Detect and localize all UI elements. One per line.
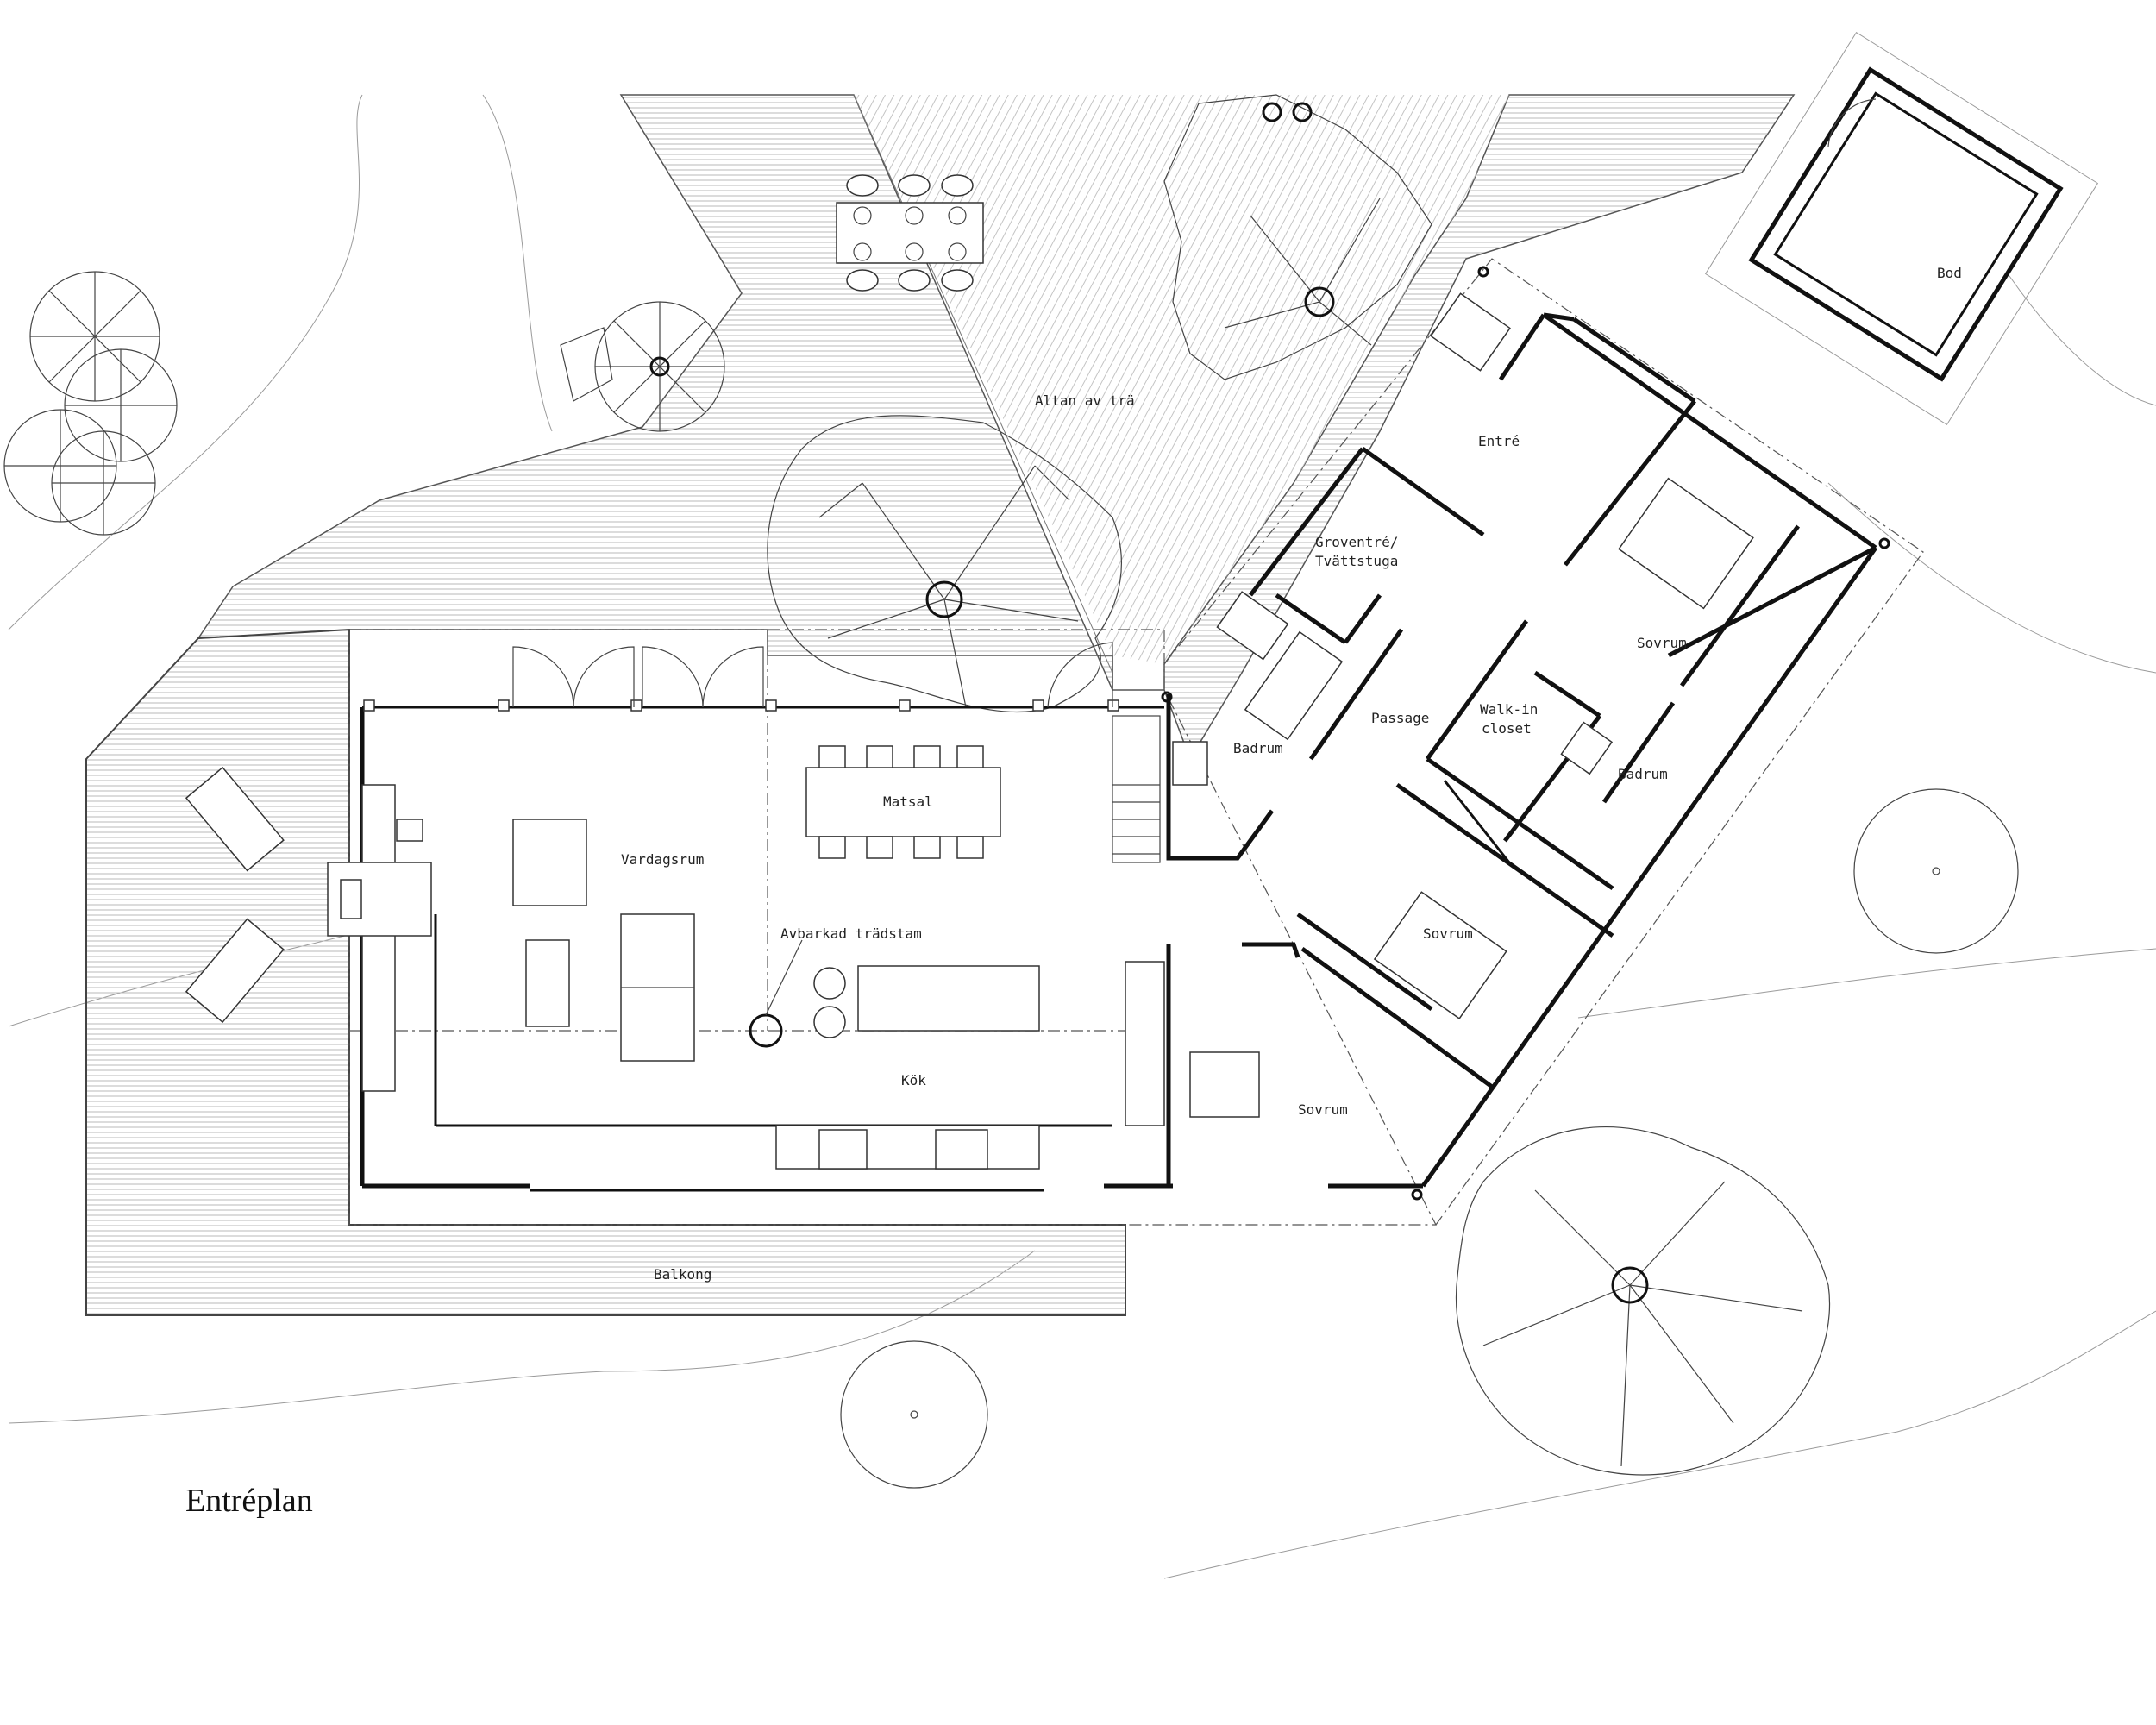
label-altan: Altan av trä <box>1035 392 1135 409</box>
tree-rocks-top <box>1163 94 1432 380</box>
label-entre: Entré <box>1478 433 1520 449</box>
glass-doors <box>512 642 1113 708</box>
terrain-contours <box>8 94 2156 1579</box>
label-vardagsrum: Vardagsrum <box>621 851 704 868</box>
tree-large-center <box>767 415 1122 713</box>
tree-right <box>1853 788 2019 954</box>
label-sovrum-mid: Sovrum <box>1423 925 1473 942</box>
tree-cluster-left <box>3 271 178 536</box>
tree-large-bottom-right <box>1455 1126 1831 1476</box>
tree-small-altan <box>560 301 725 432</box>
tree-bottom-center <box>840 1340 988 1489</box>
label-badrum-left: Badrum <box>1233 740 1283 756</box>
bod-outbuilding <box>1704 31 2099 426</box>
label-walkin-2: closet <box>1482 720 1532 737</box>
label-groventre-1: Groventré/ <box>1315 534 1398 550</box>
label-kok: Kök <box>901 1072 926 1088</box>
label-bod: Bod <box>1937 265 1962 281</box>
living-furniture <box>396 745 1165 1170</box>
plan-title: Entréplan <box>185 1483 313 1519</box>
deck-loungers <box>185 766 285 1024</box>
label-walkin-1: Walk-in <box>1480 701 1538 718</box>
label-sovrum-small: Sovrum <box>1298 1101 1348 1118</box>
label-groventre-2: Tvättstuga <box>1315 553 1398 569</box>
stair <box>1112 715 1161 863</box>
roof-outline <box>348 629 1437 1226</box>
wing-posts <box>1161 266 1890 1201</box>
living-block-walls <box>327 706 1173 1192</box>
label-matsal: Matsal <box>883 794 933 810</box>
label-tradstam: Avbarkad trädstam <box>780 925 922 942</box>
altan-deck <box>197 94 1796 761</box>
label-sovrum-master: Sovrum <box>1637 635 1687 651</box>
label-passage: Passage <box>1371 710 1429 726</box>
roof-outline-wing <box>1163 258 1924 1226</box>
bedroom-wing-walls <box>1166 312 1878 1189</box>
room-labels: Altan av trä Bod Entré Groventré/ Tvätts… <box>621 265 1962 1283</box>
outdoor-dining-set <box>836 174 984 292</box>
label-badrum-right: Badrum <box>1618 766 1668 782</box>
window-posts <box>363 699 1119 712</box>
label-balkong: Balkong <box>654 1266 711 1283</box>
bedroom-wing-furniture <box>1172 292 1754 1118</box>
